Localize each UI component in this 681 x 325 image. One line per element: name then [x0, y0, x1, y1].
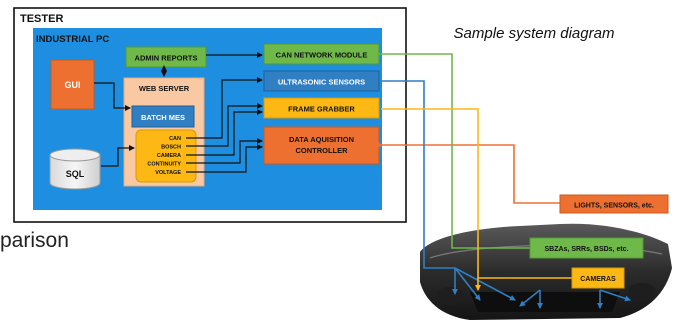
sbzas-label: SBZAs, SRRs, BSDs, etc. — [544, 246, 628, 253]
interfaces-block — [135, 129, 197, 183]
interface-camera-label: CAMERA — [157, 153, 181, 159]
lights-sensors-block — [559, 194, 669, 214]
data-acquisition-label-line2: CONTROLLER — [295, 146, 348, 155]
lights-sensors-label: LIGHTS, SENSORS, etc. — [574, 203, 654, 210]
diagram-caption: Sample system diagram — [454, 25, 615, 42]
interface-continuity-label: CONTINUITY — [147, 162, 181, 168]
ultrasonic-sensors-block — [263, 70, 380, 92]
data-acquisition-label-line1: DATA AQUISITION — [289, 135, 354, 144]
gui-block — [50, 59, 95, 110]
frame-grabber-label: FRAME GRABBER — [288, 105, 355, 114]
interface-can-label: CAN — [169, 136, 181, 142]
sql-label: SQL — [66, 169, 85, 179]
sql-database-icon — [49, 148, 101, 190]
cameras-label: CAMERAS — [580, 276, 616, 283]
can-network-module-label: CAN NETWORK MODULE — [276, 51, 368, 60]
tester-label: TESTER — [20, 13, 63, 25]
interface-voltage-label: VOLTAGE — [155, 170, 181, 176]
industrial-pc-label: INDUSTRIAL PC — [36, 34, 109, 45]
internal-connectors — [94, 52, 263, 173]
interface-bosch-label: BOSCH — [161, 145, 181, 151]
batch-mes-block — [131, 105, 195, 128]
green-link — [379, 53, 530, 249]
blue-link — [381, 80, 631, 309]
gui-label: GUI — [64, 80, 80, 90]
orange-link — [377, 142, 560, 204]
ultrasonic-sensors-label: ULTRASONIC SENSORS — [278, 78, 365, 87]
admin-reports-label: ADMIN REPORTS — [135, 54, 198, 63]
cameras-block — [571, 267, 625, 289]
web-server-label: WEB SERVER — [139, 84, 190, 93]
yellow-link — [381, 108, 572, 291]
frame-grabber-block — [263, 97, 380, 119]
batch-mes-label: BATCH MES — [141, 113, 185, 122]
cropped-background-text: parison — [0, 229, 69, 252]
sbzas-block — [529, 237, 644, 259]
